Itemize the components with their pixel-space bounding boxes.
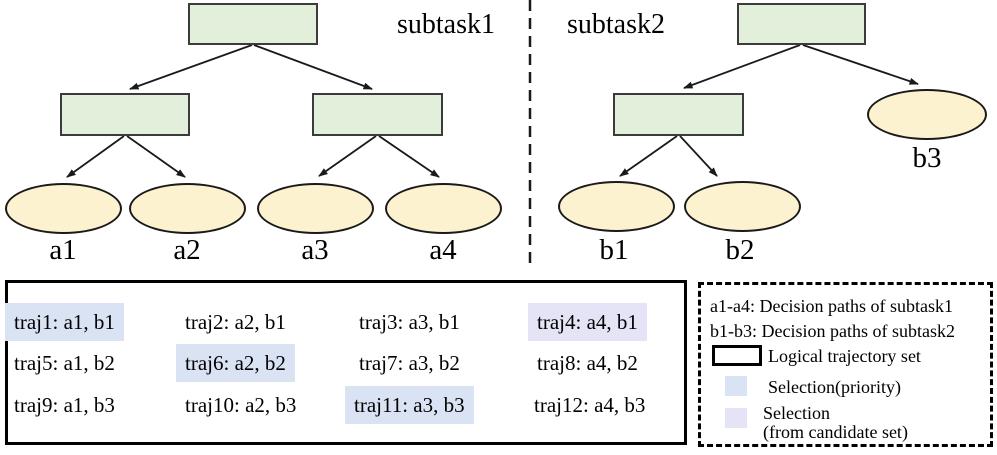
legend-logical-set-label: Logical trajectory set bbox=[768, 346, 921, 366]
edge-root2-b3 bbox=[802, 44, 919, 85]
leaf-a3-label: a3 bbox=[301, 234, 329, 266]
edge-n2-a3 bbox=[318, 135, 377, 177]
traj-cell: traj11: a3, b3 bbox=[345, 386, 474, 424]
leaf-b3-label: b3 bbox=[912, 142, 942, 174]
tree1-root-node bbox=[188, 3, 318, 45]
legend-priority-label: Selection(priority) bbox=[768, 377, 901, 397]
traj-cell: traj4: a4, b1 bbox=[528, 303, 647, 341]
leaf-a3 bbox=[257, 183, 374, 234]
traj-cell: traj8: a4, b2 bbox=[537, 351, 638, 375]
leaf-a1 bbox=[5, 183, 122, 234]
leaf-b1 bbox=[558, 181, 675, 232]
legend-line-a-paths: a1-a4: Decision paths of subtask1 bbox=[710, 296, 953, 316]
legend-candidate-swatch bbox=[725, 408, 747, 428]
edge-root1-left bbox=[129, 44, 253, 90]
traj-cell: traj6: a2, b2 bbox=[176, 344, 295, 382]
traj-cell: traj1: a1, b1 bbox=[5, 303, 124, 341]
legend-priority-swatch bbox=[725, 376, 747, 396]
leaf-a4-label: a4 bbox=[429, 234, 457, 266]
traj-cell: traj5: a1, b2 bbox=[14, 351, 115, 375]
traj-cell: traj10: a2, b3 bbox=[185, 393, 297, 417]
leaf-b2 bbox=[684, 181, 801, 232]
edge-n3-b2 bbox=[679, 135, 718, 177]
edge-root2-left bbox=[683, 44, 801, 89]
tree1-right-node bbox=[312, 93, 443, 136]
legend-candidate-label-line2: (from candidate set) bbox=[763, 422, 908, 442]
leaf-a2 bbox=[129, 183, 246, 234]
tree2-title: subtask2 bbox=[567, 9, 665, 40]
edge-root1-right bbox=[253, 44, 373, 90]
legend-logical-set-swatch bbox=[712, 345, 762, 366]
legend-line-b-paths: b1-b3: Decision paths of subtask2 bbox=[710, 321, 955, 341]
tree1-title: subtask1 bbox=[397, 9, 495, 40]
edge-n1-a1 bbox=[66, 135, 125, 178]
traj-cell: traj12: a4, b3 bbox=[534, 393, 646, 417]
tree1-left-node bbox=[60, 93, 190, 136]
leaf-b2-label: b2 bbox=[725, 234, 755, 266]
legend-candidate-label-line1: Selection bbox=[763, 403, 830, 423]
leaf-a4 bbox=[385, 183, 502, 234]
edge-n1-a2 bbox=[126, 135, 186, 178]
edge-n3-b1 bbox=[619, 135, 678, 177]
tree2-root-node bbox=[737, 3, 866, 45]
traj-cell: traj2: a2, b1 bbox=[185, 310, 286, 334]
edge-n2-a4 bbox=[378, 135, 440, 178]
traj-cell: traj9: a1, b3 bbox=[14, 393, 115, 417]
traj-cell: traj3: a3, b1 bbox=[359, 310, 460, 334]
leaf-a1-label: a1 bbox=[49, 234, 77, 266]
leaf-a2-label: a2 bbox=[173, 234, 201, 266]
leaf-b3 bbox=[867, 89, 987, 140]
traj-cell: traj7: a3, b2 bbox=[359, 351, 460, 375]
leaf-b1-label: b1 bbox=[599, 234, 629, 266]
tree2-left-node bbox=[613, 93, 744, 136]
